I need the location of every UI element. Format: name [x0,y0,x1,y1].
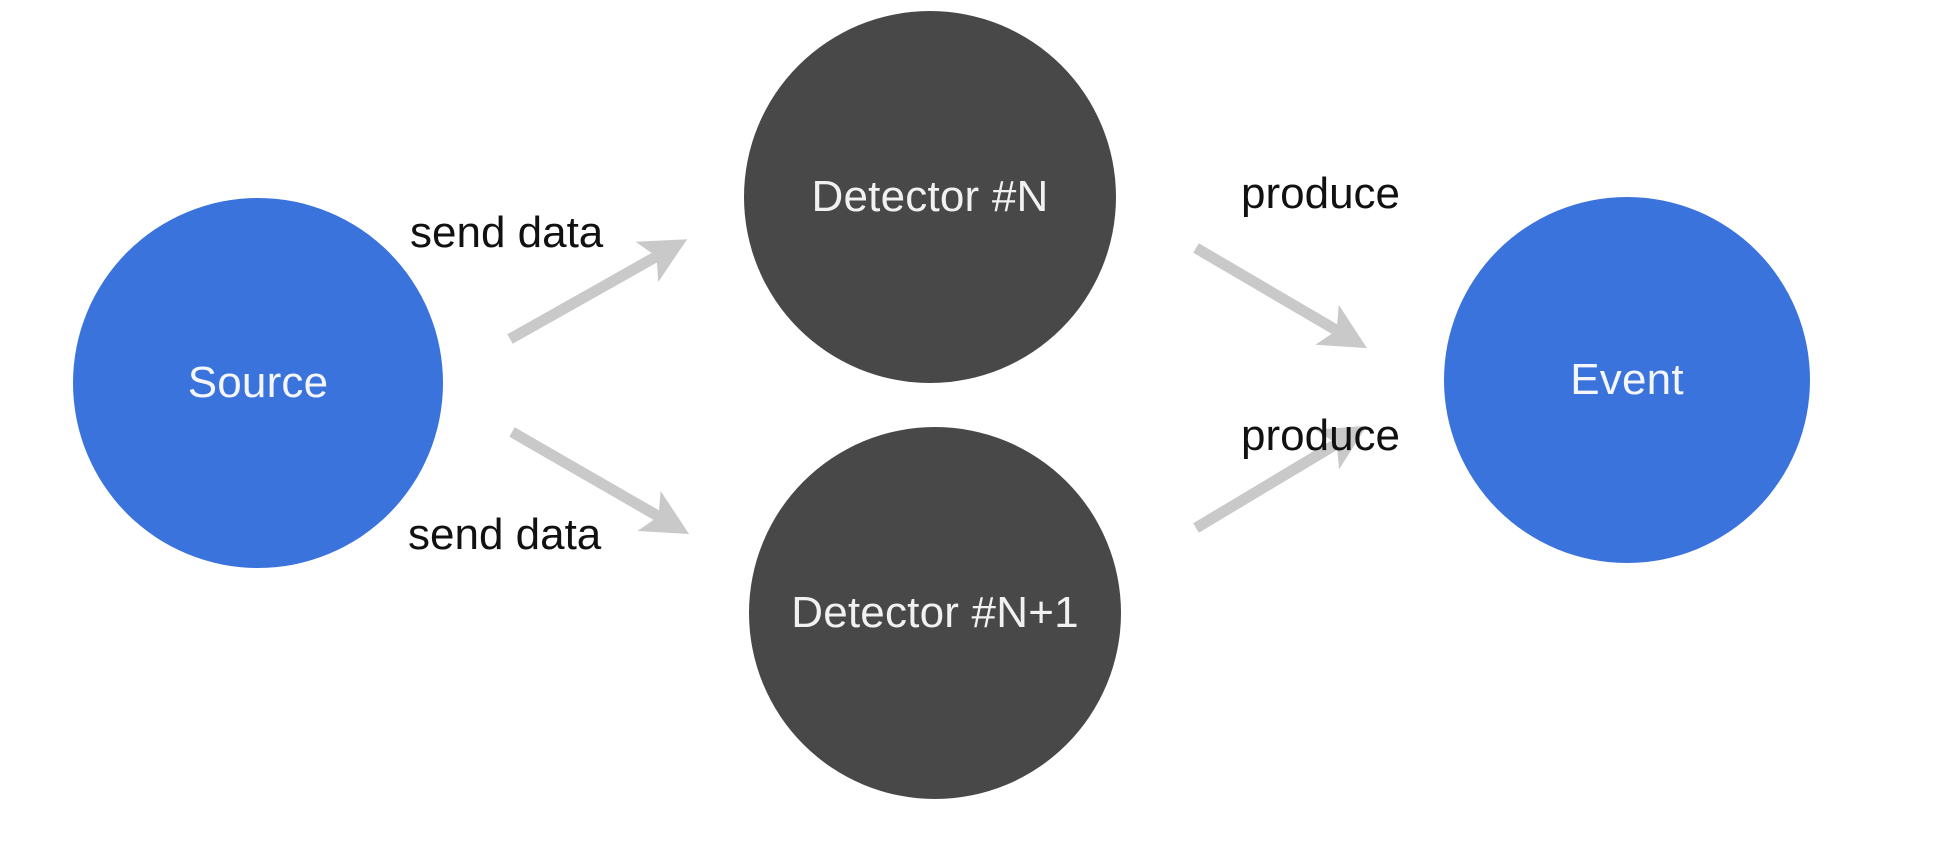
edge-label-produce-top: produce [1241,169,1401,218]
node-source[interactable]: Source [73,198,443,568]
edge-label-produce-bottom: produce [1241,411,1401,460]
node-detector-n-plus-1-label: Detector #N+1 [791,588,1079,637]
node-detector-n-plus-1[interactable]: Detector #N+1 [749,427,1121,799]
edge-label-send-data-bottom: send data [408,510,602,559]
edge-arrow-detector-n-to-event [1193,243,1367,349]
edge-arrow-source-to-detector-n [507,239,688,344]
edge-label-send-data-top: send data [410,208,604,257]
node-event-label: Event [1570,355,1684,404]
node-detector-n[interactable]: Detector #N [744,11,1116,383]
node-detector-n-label: Detector #N [811,172,1049,221]
node-event[interactable]: Event [1444,197,1810,563]
node-source-label: Source [187,358,329,407]
